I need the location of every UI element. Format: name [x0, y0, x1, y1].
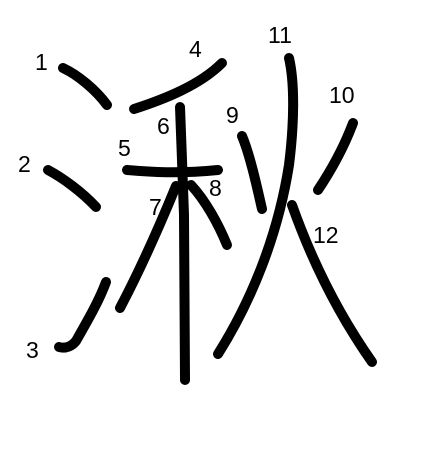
stroke-12 [287, 200, 377, 367]
stroke-7 [115, 181, 181, 313]
stroke-number-3: 3 [26, 337, 39, 363]
stroke-2 [43, 165, 101, 212]
stroke-9 [237, 131, 267, 214]
stroke-4 [129, 58, 227, 114]
stroke-number-8: 8 [209, 175, 222, 201]
stroke-number-10: 10 [329, 82, 355, 108]
stroke-number-6: 6 [157, 113, 170, 139]
stroke-number-12: 12 [313, 222, 339, 248]
stroke-11 [213, 53, 299, 359]
stroke-number-7: 7 [149, 194, 162, 220]
stroke-number-4: 4 [189, 36, 202, 62]
stroke-8 [186, 180, 232, 250]
stroke-3 [54, 277, 111, 353]
stroke-5 [122, 165, 223, 178]
stroke-number-2: 2 [18, 151, 31, 177]
stroke-1 [58, 63, 112, 110]
stroke-number-9: 9 [226, 102, 239, 128]
stroke-number-11: 11 [268, 22, 292, 48]
stroke-10 [313, 118, 358, 195]
stroke-6 [175, 102, 190, 385]
stroke-number-1: 1 [35, 49, 48, 75]
stroke-number-5: 5 [118, 135, 131, 161]
